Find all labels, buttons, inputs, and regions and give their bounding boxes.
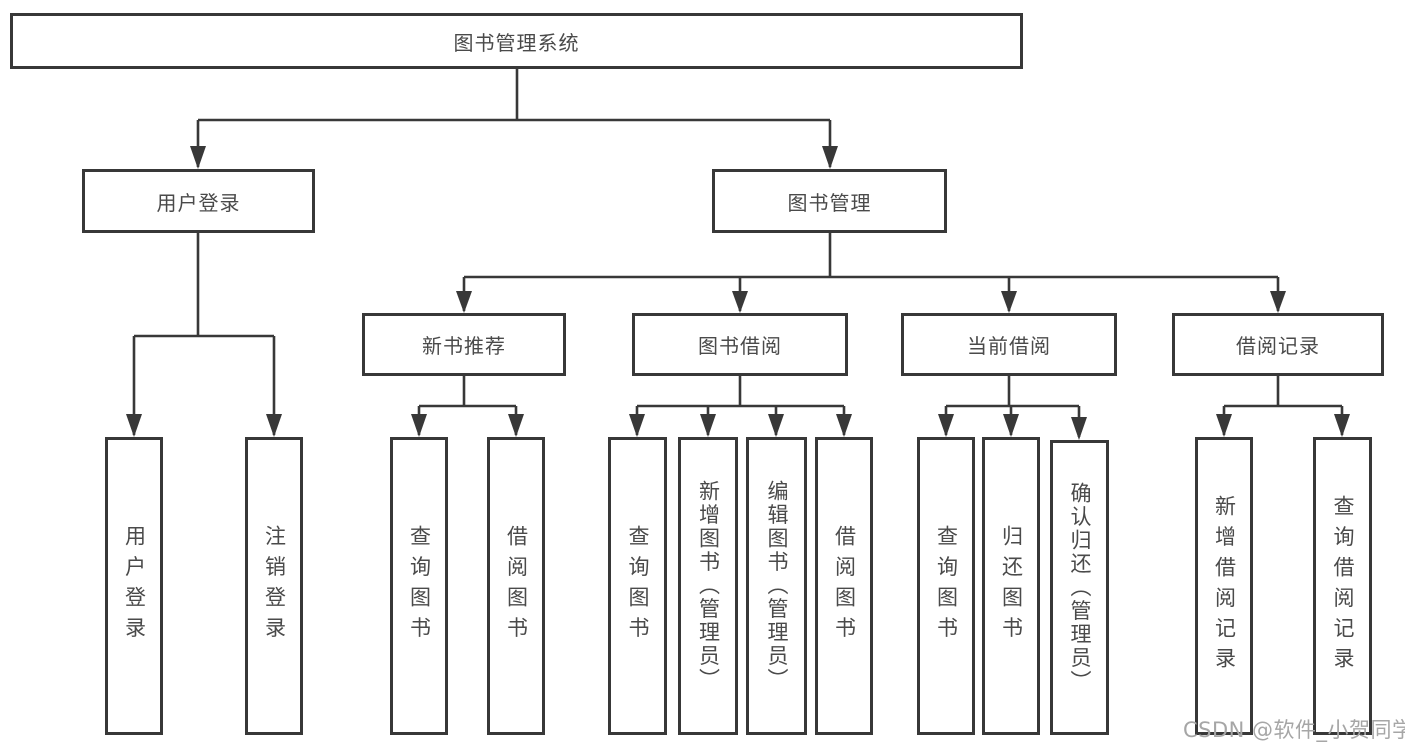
node-library-management-system: 图书管理系统 [10, 13, 1023, 69]
node-book-management-branch: 图书管理 [712, 169, 947, 233]
node-current-borrowing: 当前借阅 [901, 313, 1117, 376]
connector-strokes [132, 69, 1344, 437]
arrowheads [126, 146, 1350, 440]
leaf-user-login: 用户登录 [105, 437, 163, 735]
leaf-edit-book-admin: 编辑图书（管理员） [746, 437, 807, 735]
node-new-book-recommendation: 新书推荐 [362, 313, 566, 376]
leaf-borrow-books-recommend: 借阅图书 [487, 437, 545, 735]
leaf-query-books-recommend: 查询图书 [390, 437, 448, 735]
leaf-confirm-return-admin: 确认归还（管理员） [1050, 440, 1109, 735]
leaf-add-borrow-record: 新增借阅记录 [1195, 437, 1253, 735]
node-user-login-branch: 用户登录 [82, 169, 315, 233]
leaf-return-books: 归还图书 [982, 437, 1040, 735]
leaf-query-books-current: 查询图书 [917, 437, 975, 735]
leaf-borrow-books: 借阅图书 [815, 437, 873, 735]
csdn-watermark: CSDN @软件_小贺同学 [1183, 718, 1405, 742]
leaf-logout: 注销登录 [245, 437, 303, 735]
leaf-query-borrow-record: 查询借阅记录 [1313, 437, 1372, 735]
node-borrowing-records: 借阅记录 [1172, 313, 1384, 376]
node-book-borrowing: 图书借阅 [632, 313, 848, 376]
leaf-query-books-borrowing: 查询图书 [608, 437, 667, 735]
leaf-add-book-admin: 新增图书（管理员） [678, 437, 738, 735]
